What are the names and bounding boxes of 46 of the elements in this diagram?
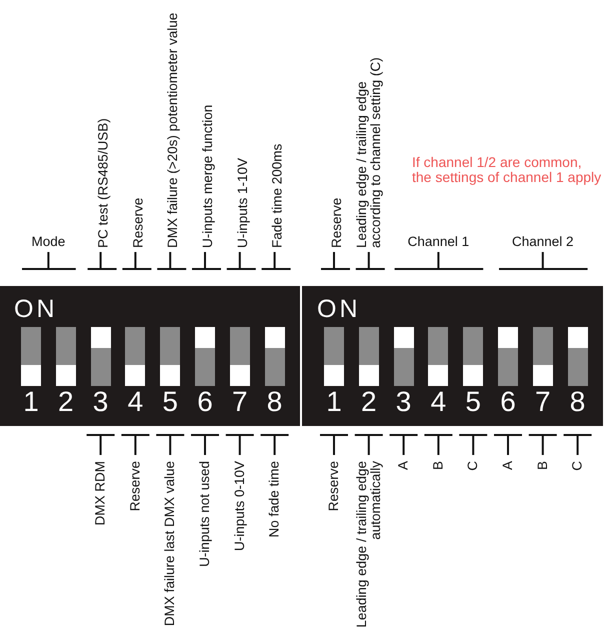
setting-label: Reserve	[131, 198, 146, 248]
switch-number: 1	[23, 388, 39, 416]
switch-number: 4	[128, 388, 144, 416]
switch-number: 2	[361, 388, 377, 416]
setting-label: B	[536, 461, 550, 470]
switch-number: 6	[197, 388, 213, 416]
setting-label: B	[431, 461, 446, 470]
switch-number: 7	[232, 388, 248, 416]
switch-number: 7	[535, 388, 551, 416]
setting-label: U-inputs merge function	[201, 104, 215, 248]
switch-number: 3	[396, 388, 412, 416]
setting-label: No fade time	[268, 461, 282, 538]
setting-label: U-inputs 1-10V	[236, 158, 250, 248]
setting-label: Reserve	[128, 461, 142, 512]
on-label: ON	[14, 297, 58, 322]
setting-label: C	[466, 461, 480, 471]
setting-label: Reserve	[330, 198, 344, 248]
setting-label: DMX failure (>20s) potentiometer value	[166, 12, 180, 248]
setting-label: C	[570, 461, 585, 471]
group-label: Mode	[32, 235, 66, 249]
setting-label: Reserve	[327, 461, 341, 512]
setting-label: Leading edge / trailing edge automatically	[354, 461, 383, 629]
switch-panel	[0, 286, 300, 426]
switch-number: 5	[162, 388, 178, 416]
setting-label: Fade time 200ms	[270, 144, 285, 248]
note-text: If channel 1/2 are common, the settings of channel 1 apply	[412, 155, 602, 185]
group-label: Channel 1	[408, 235, 470, 249]
setting-label: U-inputs 0-10V	[232, 461, 247, 552]
on-label: ON	[317, 297, 360, 322]
switch-number: 4	[430, 388, 446, 416]
switch-number: 3	[92, 388, 108, 416]
setting-label: DMX RDM	[94, 461, 108, 526]
setting-label: U-inputs not used	[198, 461, 212, 567]
setting-label: Leading edge / trailing edge according to channel setting (C)	[354, 56, 383, 248]
switch-number: 1	[326, 388, 342, 416]
switch-number: 5	[465, 388, 481, 416]
setting-label: DMX failure last DMX value	[163, 461, 178, 626]
switch-number: 6	[500, 388, 516, 416]
group-label: Channel 2	[512, 235, 574, 249]
switch-number: 2	[58, 388, 74, 416]
setting-label: A	[501, 461, 515, 470]
setting-label: A	[396, 461, 411, 470]
switch-panel	[302, 286, 603, 426]
setting-label: PC test (RS485/USB)	[96, 118, 111, 248]
switch-number: 8	[570, 388, 586, 416]
switch-number: 8	[266, 388, 282, 416]
